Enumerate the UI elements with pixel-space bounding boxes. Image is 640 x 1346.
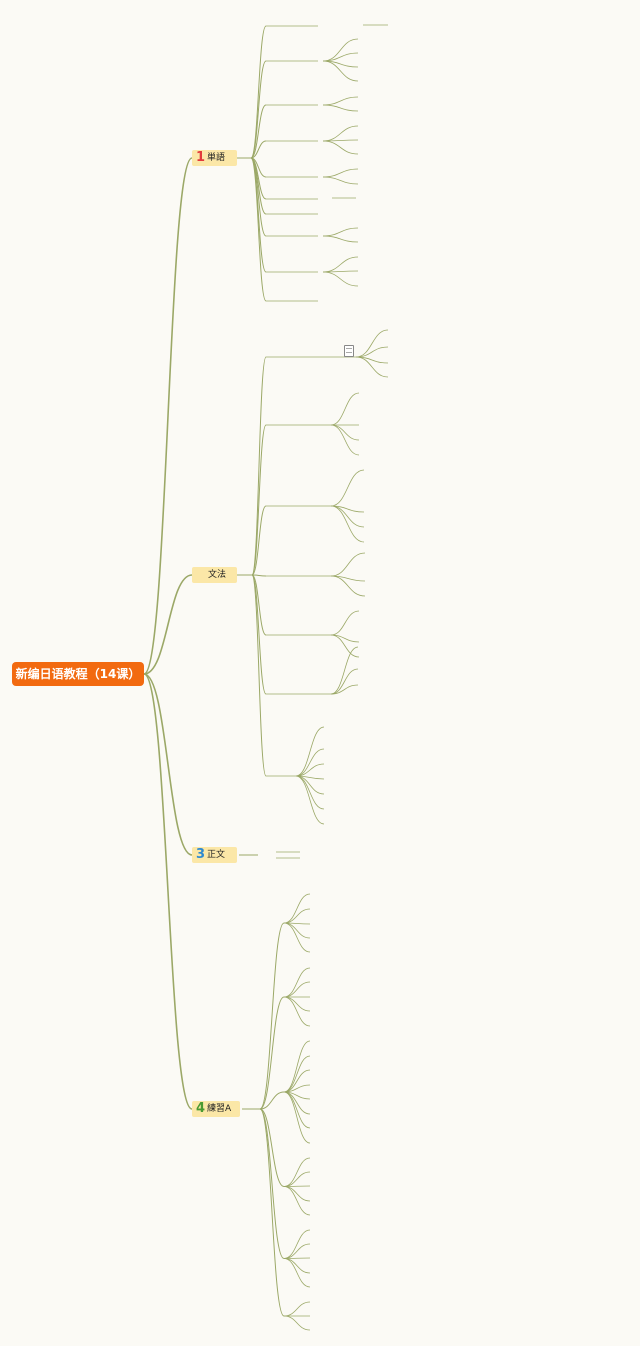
connector xyxy=(283,1091,311,1144)
connector xyxy=(295,775,325,810)
note-icon[interactable] xyxy=(344,345,354,357)
connector xyxy=(251,574,267,777)
connector xyxy=(322,227,359,237)
connector xyxy=(250,104,267,159)
connector xyxy=(322,235,359,243)
branch-label: 正文 xyxy=(207,850,226,860)
connector xyxy=(250,60,267,159)
branch-label: 文法 xyxy=(208,570,227,580)
connector xyxy=(330,552,366,577)
branch-number: 3 xyxy=(196,847,206,862)
connector xyxy=(295,726,325,777)
connector xyxy=(143,673,193,1110)
connector xyxy=(250,25,267,159)
connector xyxy=(250,157,267,302)
connector xyxy=(283,967,311,998)
connector xyxy=(251,505,267,576)
connector xyxy=(295,763,325,777)
connector xyxy=(295,775,325,825)
connector xyxy=(259,996,285,1110)
connector xyxy=(283,1243,311,1259)
connector xyxy=(355,329,389,358)
connector xyxy=(322,60,359,82)
connector xyxy=(330,424,360,456)
connector xyxy=(283,996,311,1012)
connector xyxy=(283,922,311,953)
branch-label: 練習A xyxy=(207,1104,232,1114)
connector xyxy=(283,1069,311,1093)
connector xyxy=(355,356,389,378)
connector xyxy=(283,893,311,924)
connector xyxy=(283,1040,311,1093)
connector xyxy=(283,1186,311,1202)
connector xyxy=(330,668,359,695)
connector xyxy=(283,996,311,1027)
connector xyxy=(355,346,389,358)
connector xyxy=(322,271,359,287)
connector xyxy=(283,908,311,924)
connector xyxy=(322,96,359,106)
connector xyxy=(283,1091,311,1129)
connector xyxy=(330,392,360,426)
connector xyxy=(283,981,311,998)
connector xyxy=(250,157,267,273)
connector xyxy=(250,140,267,159)
connector xyxy=(330,505,365,543)
connector xyxy=(322,104,359,112)
connector xyxy=(259,1091,285,1110)
connector xyxy=(283,1171,311,1187)
connector xyxy=(283,1055,311,1093)
connector xyxy=(259,1108,285,1259)
connector xyxy=(322,176,359,185)
connector xyxy=(283,922,311,939)
connector xyxy=(143,574,193,675)
connector xyxy=(283,1229,311,1259)
connector xyxy=(283,1315,311,1331)
connector xyxy=(259,922,285,1110)
connector xyxy=(322,168,359,178)
connector xyxy=(322,256,359,273)
connector xyxy=(143,157,193,675)
connector xyxy=(330,634,360,658)
connector xyxy=(251,574,267,577)
connector xyxy=(330,424,360,441)
connector xyxy=(330,575,366,597)
connector xyxy=(330,610,360,636)
branch-number: 1 xyxy=(196,150,206,165)
connector xyxy=(322,140,359,155)
branch-number: 4 xyxy=(196,1101,206,1116)
branch-label: 単語 xyxy=(207,153,226,163)
branch-2[interactable]: 文法 xyxy=(192,567,237,583)
connector xyxy=(322,38,359,62)
connector xyxy=(259,1108,285,1187)
root-node[interactable]: 新编日语教程（14课） xyxy=(12,662,144,686)
connector xyxy=(283,1258,311,1274)
connector xyxy=(322,125,359,142)
connector xyxy=(295,748,325,777)
connector xyxy=(251,424,267,576)
connector xyxy=(283,1258,311,1288)
connector xyxy=(330,684,359,695)
connector xyxy=(143,673,193,856)
connector xyxy=(283,1301,311,1317)
connector xyxy=(283,1186,311,1216)
connector xyxy=(322,52,359,62)
connector xyxy=(330,469,365,507)
connector xyxy=(330,646,359,695)
connector xyxy=(259,1108,285,1317)
connector xyxy=(283,1157,311,1187)
